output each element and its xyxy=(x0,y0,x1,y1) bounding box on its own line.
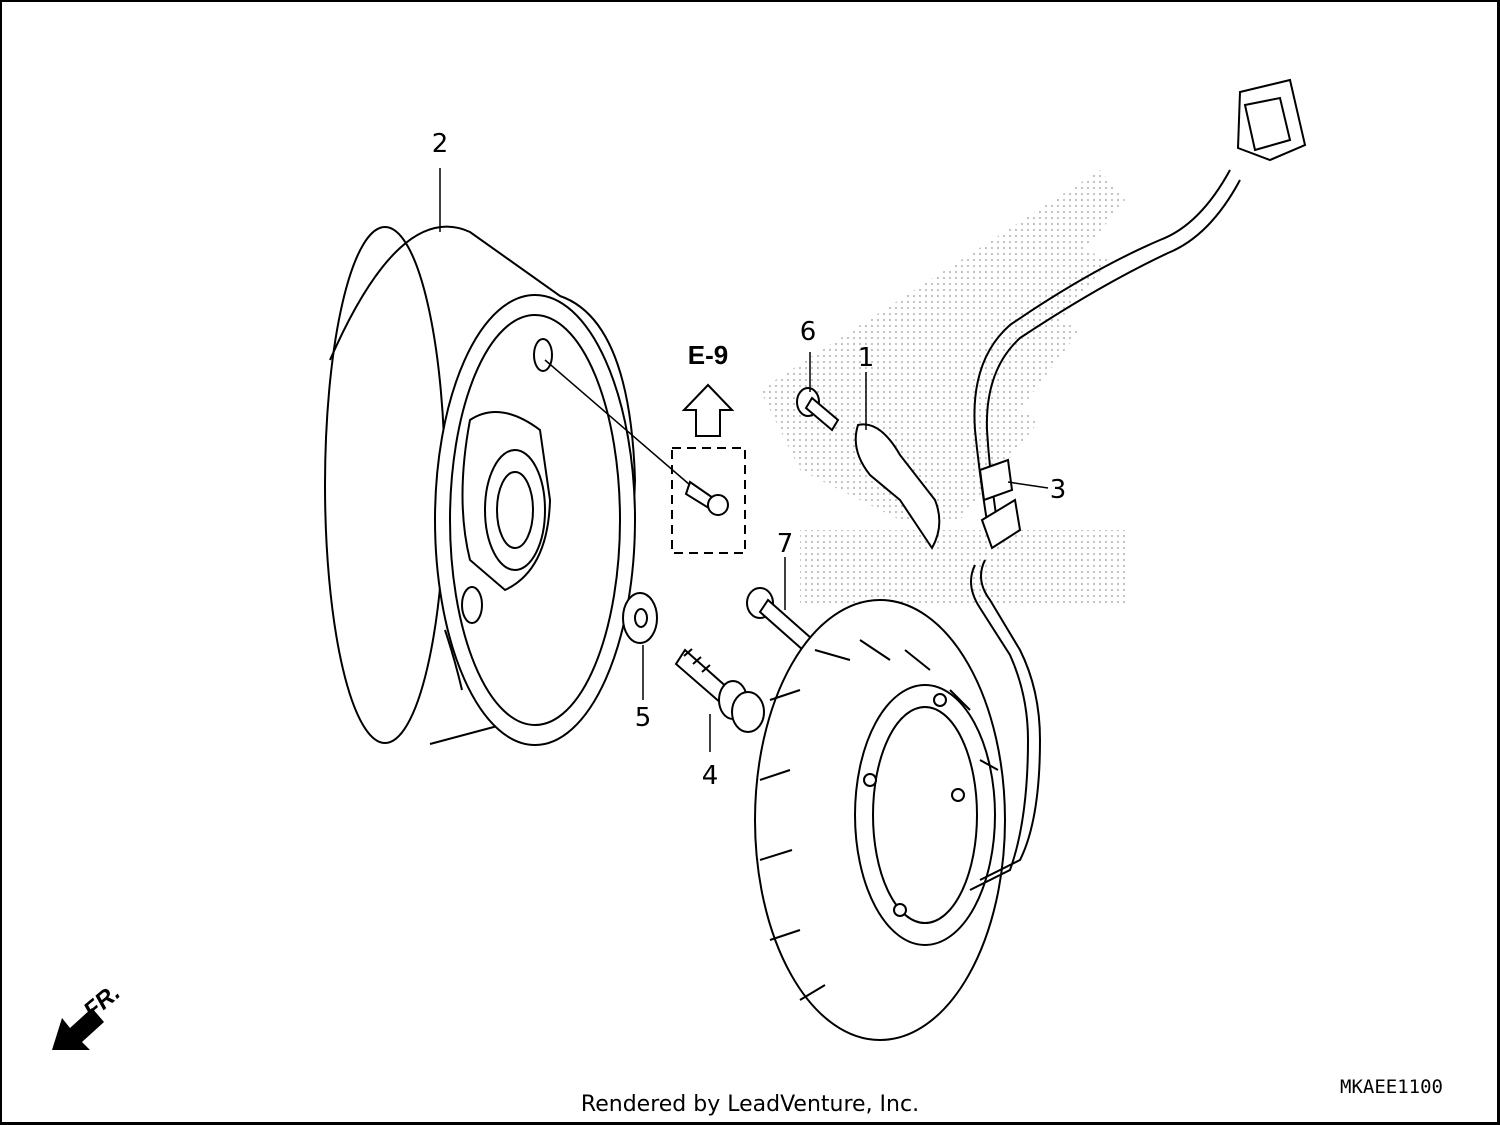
callout-5: 5 xyxy=(635,703,652,733)
callout-2: 2 xyxy=(432,129,449,159)
stator xyxy=(754,599,1006,1041)
diagram-code: MKAEE1100 xyxy=(1340,1076,1443,1098)
bolt-6 xyxy=(796,387,840,432)
washer xyxy=(622,592,658,644)
watermark-logo xyxy=(760,170,1125,605)
callout-3: 3 xyxy=(1050,475,1067,505)
reference-label: E-9 xyxy=(688,340,728,370)
callout-1: 1 xyxy=(858,343,875,373)
cable-guide xyxy=(854,423,941,550)
wire-harness xyxy=(969,169,1241,891)
leader-line xyxy=(544,359,691,486)
footer-credit: Rendered by LeadVenture, Inc. xyxy=(580,1092,920,1117)
arrow-up-icon xyxy=(681,383,735,437)
callout-6: 6 xyxy=(800,317,817,347)
callout-4: 4 xyxy=(702,761,719,791)
connector xyxy=(1236,78,1307,162)
reference-box xyxy=(671,447,746,554)
callout-leaders xyxy=(439,168,1049,752)
callout-7: 7 xyxy=(777,529,794,559)
flange-bolt xyxy=(674,648,765,733)
flywheel xyxy=(324,225,637,746)
arrow-down-left-icon xyxy=(52,1008,104,1050)
